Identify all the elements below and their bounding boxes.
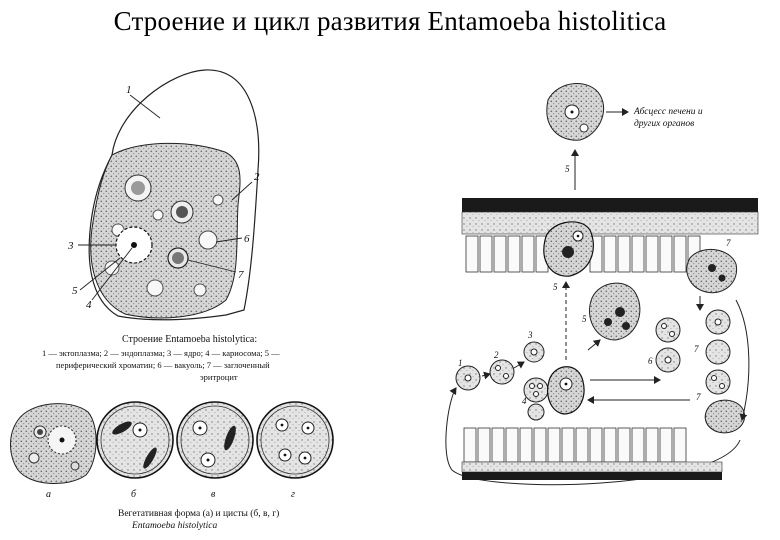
vacuole [152, 209, 164, 221]
panel-label-a: а [46, 489, 51, 500]
label-r-6: 6 [648, 356, 653, 366]
vacuole [146, 279, 164, 297]
label-4: 4 [86, 299, 92, 311]
annotation-line-1: Абсцесс печени и [633, 106, 703, 117]
structure-caption-line-1: Строение Entamoeba histolytica: [122, 334, 257, 345]
vacuole [198, 230, 218, 250]
panel-label-g: г [291, 489, 295, 500]
vacuole [212, 194, 224, 206]
karyosome [131, 242, 137, 248]
label-7: 7 [238, 269, 244, 281]
forms-caption-line-1: Вегетативная форма (а) и цисты (б, в, г) [118, 508, 279, 519]
form-4 [523, 377, 549, 403]
large-amoeba-5 [588, 282, 641, 341]
label-r-1: 1 [458, 358, 463, 368]
form-2 [489, 359, 515, 385]
structure-caption-line-2: 1 — эктоплазма; 2 — эндоплазма; 3 — ядро… [42, 348, 280, 358]
vacuole [193, 283, 207, 297]
life-cycle-diagram: Абсцесс печени и других органов 5 [445, 83, 759, 486]
cyst-right-5 [705, 369, 731, 395]
forms-caption-line-2: Entamoeba histolytica [131, 521, 217, 531]
structure-caption-line-4: эритроцит [200, 372, 238, 382]
vacuole [104, 260, 120, 276]
label-r-5b: 5 [553, 282, 558, 292]
slide-title: Строение и цикл развития Entamoeba histo… [113, 6, 667, 36]
label-top-5: 5 [565, 164, 570, 174]
cyst-v [176, 401, 254, 479]
annotation-line-2: других органов [634, 118, 694, 129]
panel-label-b: б [131, 489, 137, 500]
cyst-b [96, 401, 174, 479]
label-3: 3 [67, 240, 74, 252]
lower-wall-muscle [462, 472, 722, 480]
label-r-7a: 7 [726, 238, 731, 248]
label-r-7b: 7 [694, 344, 699, 354]
amoeba-7-bottom [704, 399, 746, 434]
label-2: 2 [254, 171, 260, 183]
label-r-2: 2 [494, 350, 499, 360]
label-r-4: 4 [522, 396, 527, 406]
label-1: 1 [126, 84, 132, 96]
cyst-g [256, 401, 334, 479]
label-6: 6 [244, 233, 250, 245]
cyst-right-1 [655, 317, 681, 343]
amoeba-forms-row: а б в г Вегетативная форма (а) и цисты (… [10, 401, 334, 531]
label-r-5c: 5 [582, 314, 587, 324]
amoeba-structure-diagram: 1 2 3 4 5 6 7 Строение Entamoeba histoly… [42, 69, 280, 382]
upper-wall-muscle [462, 198, 758, 212]
panel-label-v: в [211, 489, 216, 500]
structure-caption-line-3: периферический хроматин; 6 — вакуоль; 7 … [56, 360, 270, 370]
label-r-3: 3 [527, 330, 533, 340]
label-5: 5 [72, 285, 78, 297]
cyst-right-4 [705, 339, 731, 365]
label-r-7c: 7 [696, 392, 701, 402]
lower-epithelium [463, 427, 687, 463]
